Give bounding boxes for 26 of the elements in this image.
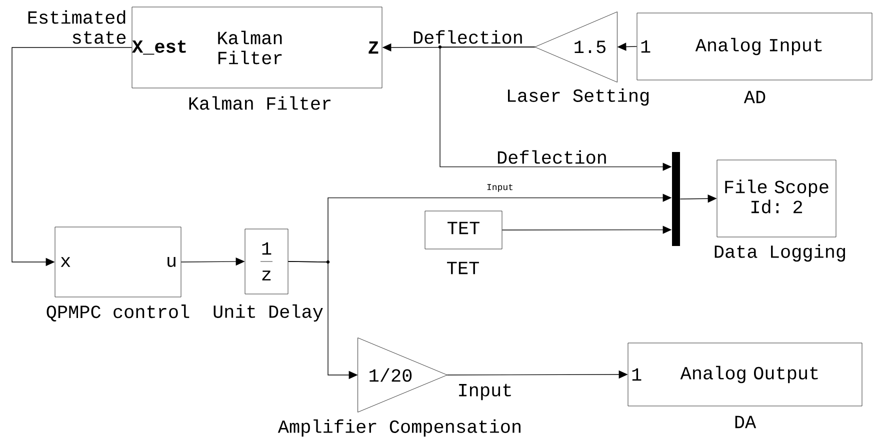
block-name: QPMPC control	[46, 304, 190, 322]
block: File Scope Id: 2	[716, 160, 836, 238]
port-label: X_est	[132, 40, 186, 55]
block-name: Laser Setting	[508, 88, 649, 106]
edge-label: Deflection	[496, 149, 609, 165]
edge-label: Input	[456, 382, 514, 402]
block: TET	[424, 210, 502, 250]
block	[54, 226, 182, 298]
port-label: Estimated state	[20, 9, 128, 45]
port-label: 1	[632, 368, 642, 381]
block-name: DA	[735, 416, 756, 428]
block-name: TET	[447, 262, 479, 274]
block-name: Data Logging	[714, 244, 845, 262]
block-name: Kalman Filter	[189, 96, 330, 110]
block: 1 z	[244, 228, 288, 294]
gain-triangle: 1.5	[534, 12, 618, 82]
port-label: u	[168, 257, 176, 267]
port-label: Z	[368, 41, 378, 54]
block-name: Unit Delay	[214, 304, 323, 322]
block-name: AD	[744, 90, 766, 104]
gain-triangle: 1/20	[358, 338, 448, 412]
port-label: 1	[641, 40, 650, 53]
edge-label: Input	[486, 183, 514, 193]
block-name: Amplifier Compensation	[278, 419, 520, 437]
edge-label: Deflection	[412, 29, 525, 45]
port-label: x	[60, 257, 70, 267]
